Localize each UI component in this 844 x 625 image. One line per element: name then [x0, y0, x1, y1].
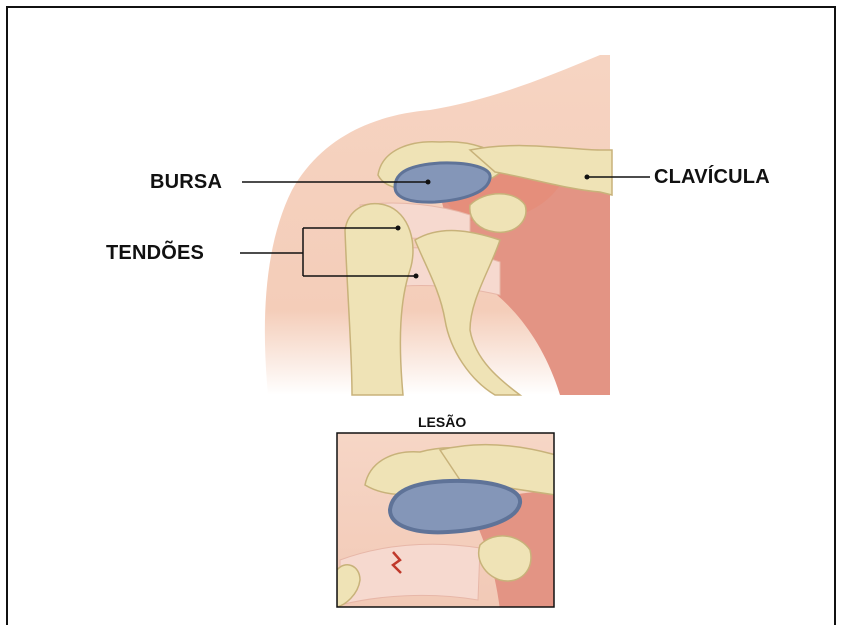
label-tendons: TENDÕES [106, 242, 204, 265]
inset-title-injury: LESÃO [418, 414, 466, 430]
label-clavicle: CLAVÍCULA [654, 166, 770, 189]
injury-inset [337, 433, 560, 610]
bursa-leader-dot [426, 180, 431, 185]
tendons-leader-dot-2 [414, 274, 419, 279]
clavicle-leader-dot [585, 175, 590, 180]
label-bursa: BURSA [150, 171, 222, 194]
tendons-leader-dot-1 [396, 226, 401, 231]
inset-tendon [340, 544, 480, 605]
